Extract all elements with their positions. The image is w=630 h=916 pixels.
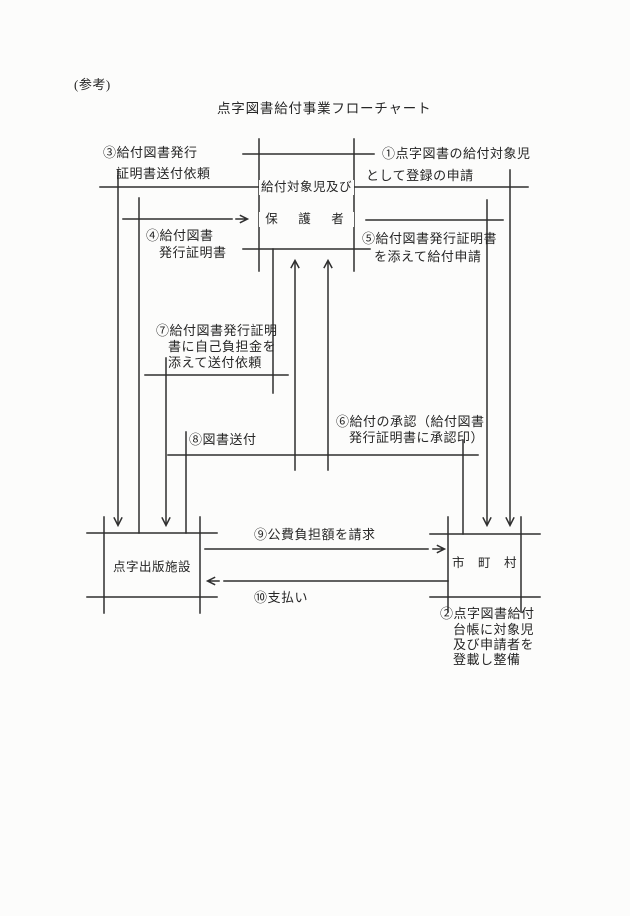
flow4-label-line1: ④給付図書 [146, 228, 214, 243]
flow5-arrowhead-down [482, 516, 492, 528]
flow6-arrowhead-up [323, 258, 333, 269]
flow1-arrowhead-down [505, 516, 515, 528]
flow5-label-line1: ⑤給付図書発行証明書 [362, 231, 498, 246]
flow5-label-line2: を添えて給付申請 [374, 249, 482, 264]
flow3-label-line1: ③給付図書発行 [103, 145, 198, 160]
flow6-label-line2: 発行証明書に承認印） [349, 430, 485, 445]
flow7-label-line2: 書に自己負担金を [168, 339, 277, 354]
diagram-title: 点字図書給付事業フローチャート [217, 101, 432, 116]
flow4-label-line2: 発行証明書 [159, 245, 227, 260]
flow2-label-line3: 及び申請者を [453, 637, 535, 652]
flow2-label-line2: 台帳に対象児 [453, 622, 535, 637]
flow10-arrow-left [205, 576, 220, 586]
flow1-label-line1: ①点字図書の給付対象児 [382, 146, 531, 161]
node-guardian-line1: 給付対象児及び [259, 180, 354, 195]
flow2-label-line1: ②点字図書給付 [440, 606, 535, 621]
flow2-label-line4: 登載し整備 [453, 652, 521, 667]
flow9-arrow-right [432, 544, 447, 554]
node-municipality: 市 町 村 [451, 556, 517, 570]
flow8-arrowhead-up [290, 258, 300, 269]
node-guardian-line2: 保 護 者 [259, 212, 354, 227]
flow1-label-line2: として登録の申請 [366, 168, 474, 183]
flow4-arrow-right [235, 214, 250, 224]
node-publisher: 点字出版施設 [112, 560, 191, 574]
flow3-arrowhead-down [113, 516, 123, 528]
flow7-label-line1: ⑦給付図書発行証明 [156, 323, 278, 338]
flow6-label-line1: ⑥給付の承認（給付図書 [336, 414, 485, 429]
flow3-label-line2: 証明書送付依頼 [116, 166, 211, 181]
flow9-label: ⑨公費負担額を請求 [254, 527, 376, 542]
flow7-arrowhead-down [161, 516, 171, 528]
reference-note: (参考) [74, 77, 111, 92]
flow10-label: ⑩支払い [254, 590, 309, 605]
flow8-label: ⑧図書送付 [189, 432, 257, 447]
flow7-label-line3: 添えて送付依頼 [168, 355, 262, 370]
